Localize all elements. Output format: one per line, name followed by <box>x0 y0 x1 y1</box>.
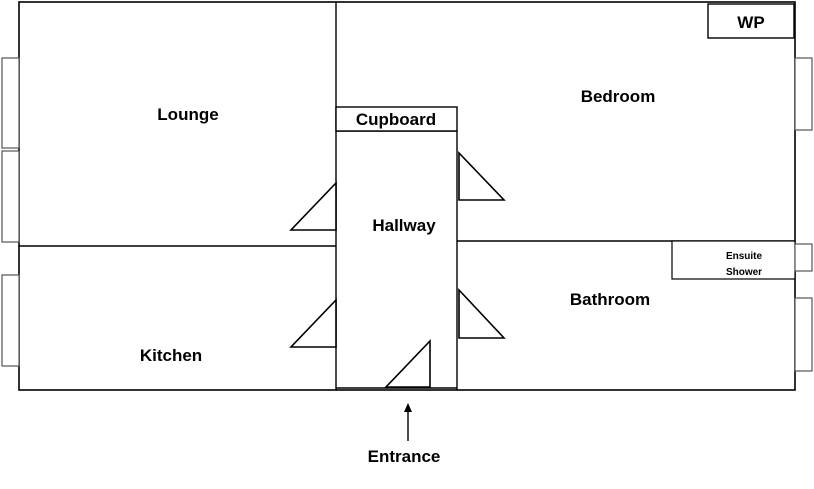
label-lounge: Lounge <box>157 105 218 124</box>
label-entrance: Entrance <box>368 447 441 466</box>
door-bedroom <box>458 151 506 201</box>
label-hallway: Hallway <box>372 216 436 235</box>
label-bedroom: Bedroom <box>581 87 656 106</box>
label-ensuite: Ensuite <box>726 251 763 262</box>
window-kitchen <box>1 274 20 367</box>
label-bathroom: Bathroom <box>570 290 650 309</box>
label-shower: Shower <box>726 267 762 278</box>
label-kitchen: Kitchen <box>140 346 202 365</box>
cupboard-box <box>335 106 458 132</box>
window-bedroom <box>794 57 813 131</box>
window-lounge-1 <box>1 57 20 149</box>
wp-box <box>707 3 795 39</box>
door-entrance <box>384 339 431 388</box>
door-kitchen <box>289 298 337 348</box>
door-lounge <box>289 181 337 231</box>
label-cupboard: Cupboard <box>356 110 436 129</box>
label-wp: WP <box>737 13 764 32</box>
entrance-arrow-head <box>404 403 412 412</box>
outer-wall <box>18 1 796 391</box>
door-bathroom <box>458 287 506 339</box>
window-lounge-2 <box>1 150 20 243</box>
window-ensuite <box>794 243 813 272</box>
window-bathroom <box>794 297 813 372</box>
